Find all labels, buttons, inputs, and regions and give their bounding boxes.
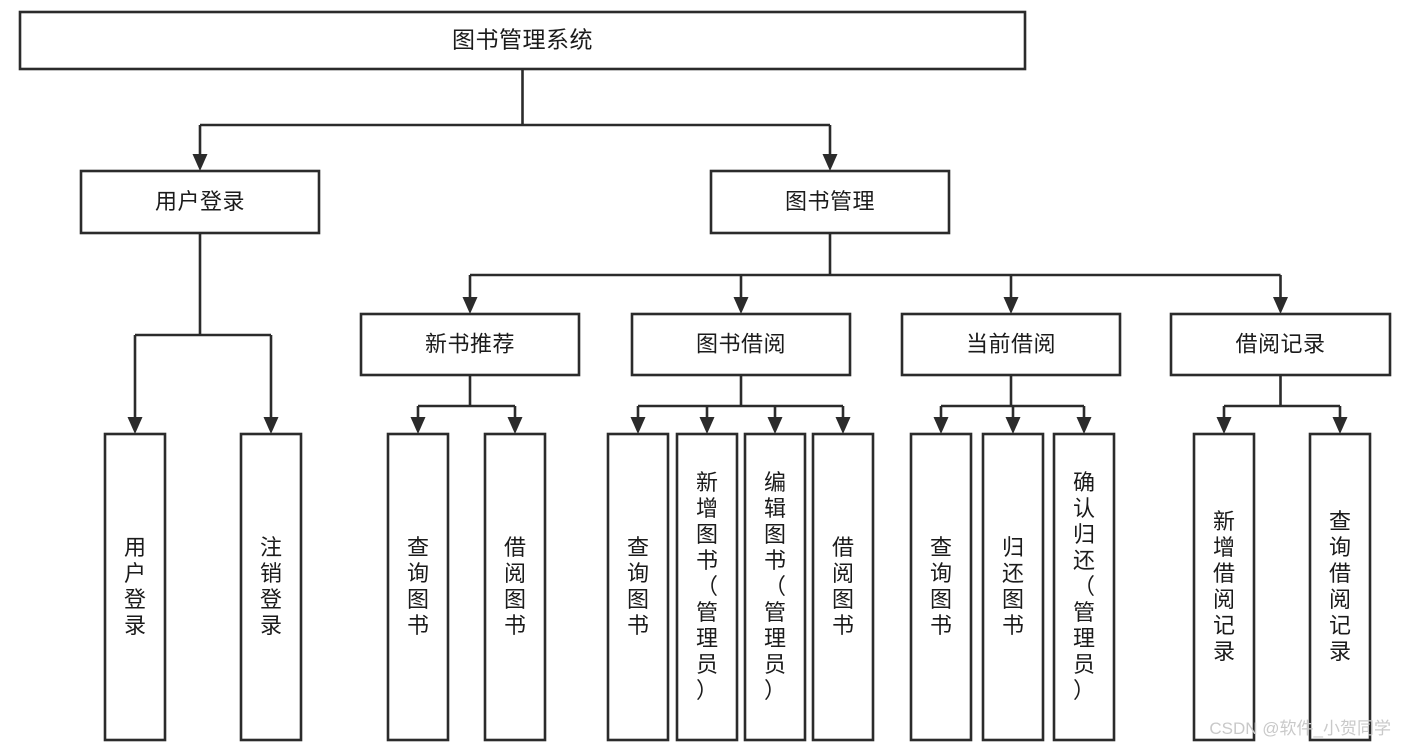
connector-arrow-leaf-return-book — [1005, 406, 1021, 434]
node-label-leaf-borrow-book: 借阅图书 — [832, 535, 854, 638]
node-label-new-book-rec: 新书推荐 — [425, 331, 515, 356]
connector-arrow-leaf-edit-book — [767, 406, 783, 434]
node-current-borrow[interactable]: 当前借阅 — [900, 312, 1122, 377]
node-book-manage[interactable]: 图书管理 — [709, 169, 951, 235]
connector-arrow-borrow-record — [1273, 275, 1288, 314]
node-leaf-user-login[interactable]: 用户登录 — [103, 432, 167, 742]
node-leaf-add-record[interactable]: 新增借阅记录 — [1192, 432, 1256, 742]
node-new-book-rec[interactable]: 新书推荐 — [359, 312, 581, 377]
node-leaf-query-book-cur[interactable]: 查询图书 — [909, 432, 973, 742]
node-label-leaf-edit-book: 编辑图书（管理员） — [764, 470, 786, 703]
connector-arrow-leaf-user-logout — [263, 335, 279, 434]
connector-arrow-leaf-user-login — [127, 335, 143, 434]
node-leaf-borrow-book[interactable]: 借阅图书 — [811, 432, 875, 742]
node-label-leaf-query-book-cur: 查询图书 — [930, 535, 952, 638]
node-leaf-edit-book[interactable]: 编辑图书（管理员） — [743, 432, 807, 742]
connector-arrow-leaf-query-book — [630, 406, 646, 434]
connector-arrow-leaf-query-book-rec — [410, 406, 426, 434]
node-label-leaf-user-logout: 注销登录 — [260, 535, 282, 638]
connector-arrow-leaf-query-record — [1332, 406, 1348, 434]
node-label-leaf-user-login: 用户登录 — [124, 535, 146, 638]
node-label-leaf-return-book: 归还图书 — [1002, 535, 1024, 638]
node-label-current-borrow: 当前借阅 — [966, 331, 1056, 356]
node-label-borrow-record: 借阅记录 — [1235, 331, 1325, 356]
node-label-leaf-add-record: 新增借阅记录 — [1213, 509, 1235, 664]
node-leaf-query-record[interactable]: 查询借阅记录 — [1308, 432, 1372, 742]
connector-arrow-user-login — [192, 125, 208, 171]
node-leaf-borrow-book-rec[interactable]: 借阅图书 — [483, 432, 547, 742]
connector-arrow-leaf-add-book — [699, 406, 715, 434]
node-user-login[interactable]: 用户登录 — [79, 169, 321, 235]
node-label-leaf-query-book: 查询图书 — [627, 535, 649, 638]
connector-arrow-new-book-rec — [462, 275, 478, 314]
connector-arrow-leaf-query-book-cur — [933, 406, 949, 434]
connector-arrow-book-borrow — [733, 275, 749, 314]
connector-arrow-leaf-borrow-book-rec — [507, 406, 523, 434]
node-root[interactable]: 图书管理系统 — [18, 10, 1027, 71]
node-label-leaf-query-book-rec: 查询图书 — [407, 535, 429, 638]
connector-arrow-leaf-confirm-return — [1076, 406, 1092, 434]
watermark-text: CSDN @软件_小贺同学 — [1209, 719, 1391, 738]
node-label-book-borrow: 图书借阅 — [696, 331, 786, 356]
connector-arrow-book-manage — [822, 125, 838, 171]
node-leaf-add-book[interactable]: 新增图书（管理员） — [675, 432, 739, 742]
node-leaf-confirm-return[interactable]: 确认归还（管理员） — [1052, 432, 1116, 742]
node-leaf-query-book-rec[interactable]: 查询图书 — [386, 432, 450, 742]
connector-arrow-leaf-add-record — [1216, 406, 1232, 434]
node-leaf-return-book[interactable]: 归还图书 — [981, 432, 1045, 742]
node-borrow-record[interactable]: 借阅记录 — [1169, 312, 1392, 377]
node-leaf-user-logout[interactable]: 注销登录 — [239, 432, 303, 742]
node-label-leaf-confirm-return: 确认归还（管理员） — [1073, 470, 1095, 703]
node-leaf-query-book[interactable]: 查询图书 — [606, 432, 670, 742]
node-label-root: 图书管理系统 — [452, 27, 593, 53]
node-label-leaf-query-record: 查询借阅记录 — [1329, 509, 1351, 664]
node-label-user-login: 用户登录 — [155, 189, 245, 214]
connector-arrow-current-borrow — [1003, 275, 1019, 314]
node-book-borrow[interactable]: 图书借阅 — [630, 312, 852, 377]
node-label-leaf-add-book: 新增图书（管理员） — [696, 470, 718, 703]
node-label-leaf-borrow-book-rec: 借阅图书 — [504, 535, 526, 638]
node-label-book-manage: 图书管理 — [785, 189, 875, 214]
connector-arrow-leaf-borrow-book — [835, 406, 851, 434]
